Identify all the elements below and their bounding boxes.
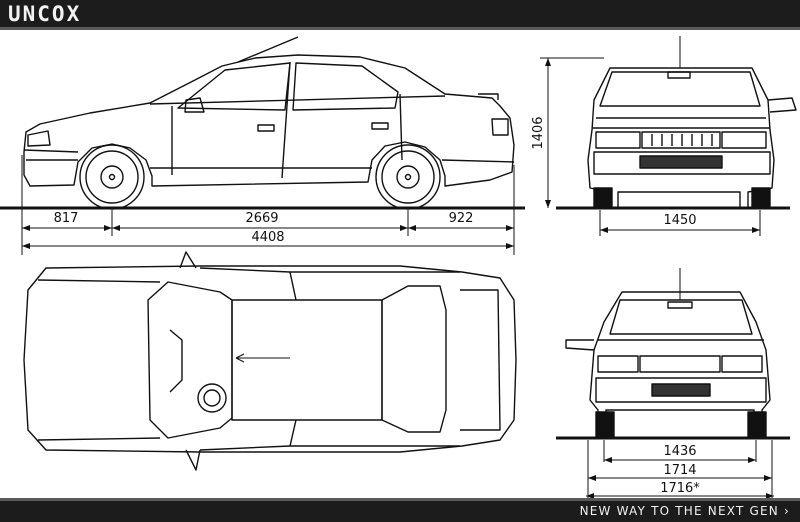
overall-length-label: 4408	[251, 230, 284, 245]
front-overhang-label: 817	[54, 211, 79, 226]
footer-tagline-text: NEW WAY TO THE NEXT GEN	[579, 504, 779, 518]
side-view	[23, 36, 515, 210]
front-view	[587, 36, 797, 209]
header-divider	[0, 27, 800, 30]
footer-tagline[interactable]: NEW WAY TO THE NEXT GEN ›	[580, 504, 790, 518]
rear-dimension-lines	[586, 440, 774, 498]
height-label: 1406	[531, 116, 546, 149]
rear-view	[565, 268, 771, 439]
wheelbase-label: 2669	[245, 211, 278, 226]
side-dimension-lines	[21, 155, 515, 255]
footer-divider	[0, 498, 800, 501]
front-track-label: 1450	[663, 213, 696, 228]
footer-bar: NEW WAY TO THE NEXT GEN ›	[0, 498, 800, 522]
header-bar: UNCOX	[0, 0, 800, 30]
width-label: 1714	[663, 463, 696, 478]
front-dimension-lines	[540, 57, 761, 236]
dimension-arrows	[22, 58, 774, 498]
top-view	[23, 251, 517, 471]
chevron-right-icon: ›	[784, 504, 790, 518]
rear-overhang-label: 922	[449, 211, 474, 226]
width-with-mirrors-label: 1716*	[660, 481, 700, 496]
vehicle-blueprint: 817 2669 922 4408 1406 1450 1436 1714 17…	[0, 36, 797, 498]
brand-logo: UNCOX	[8, 2, 82, 26]
rear-track-label: 1436	[663, 444, 696, 459]
